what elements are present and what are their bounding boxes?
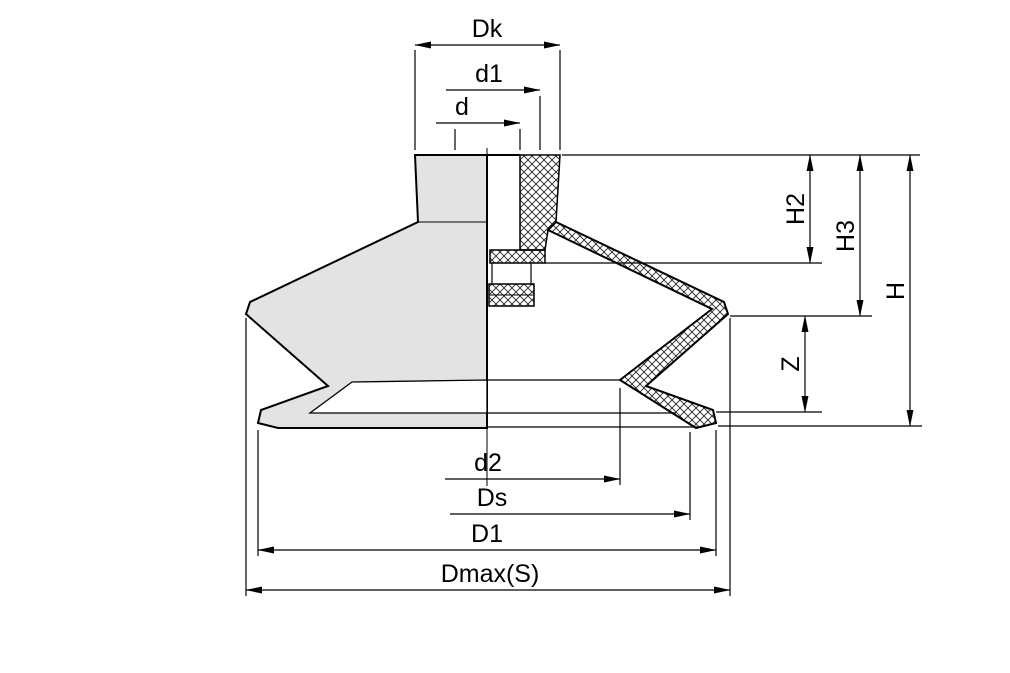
dim-label-ds: Ds [477, 484, 508, 512]
suction-cup-body [244, 148, 730, 486]
dim-label-dmax: Dmax(S) [441, 560, 540, 588]
bottom-dimensions [245, 318, 731, 596]
fitting-insert-section [519, 154, 561, 251]
cup-section-wall [546, 220, 730, 430]
top-dimensions [414, 41, 561, 150]
dim-label-h2: H2 [782, 193, 810, 225]
dim-label-d1-bottom: D1 [471, 520, 503, 548]
dim-label-z: Z [777, 356, 805, 371]
dim-label-h: H [882, 282, 910, 300]
fitting-flange-section [489, 249, 546, 264]
dim-label-d1: d1 [475, 60, 503, 88]
dim-label-dk: Dk [472, 15, 503, 43]
dim-label-h3: H3 [832, 220, 860, 252]
dim-label-d2: d2 [474, 449, 502, 477]
dim-label-d: d [455, 93, 469, 121]
right-dimensions [545, 154, 922, 427]
